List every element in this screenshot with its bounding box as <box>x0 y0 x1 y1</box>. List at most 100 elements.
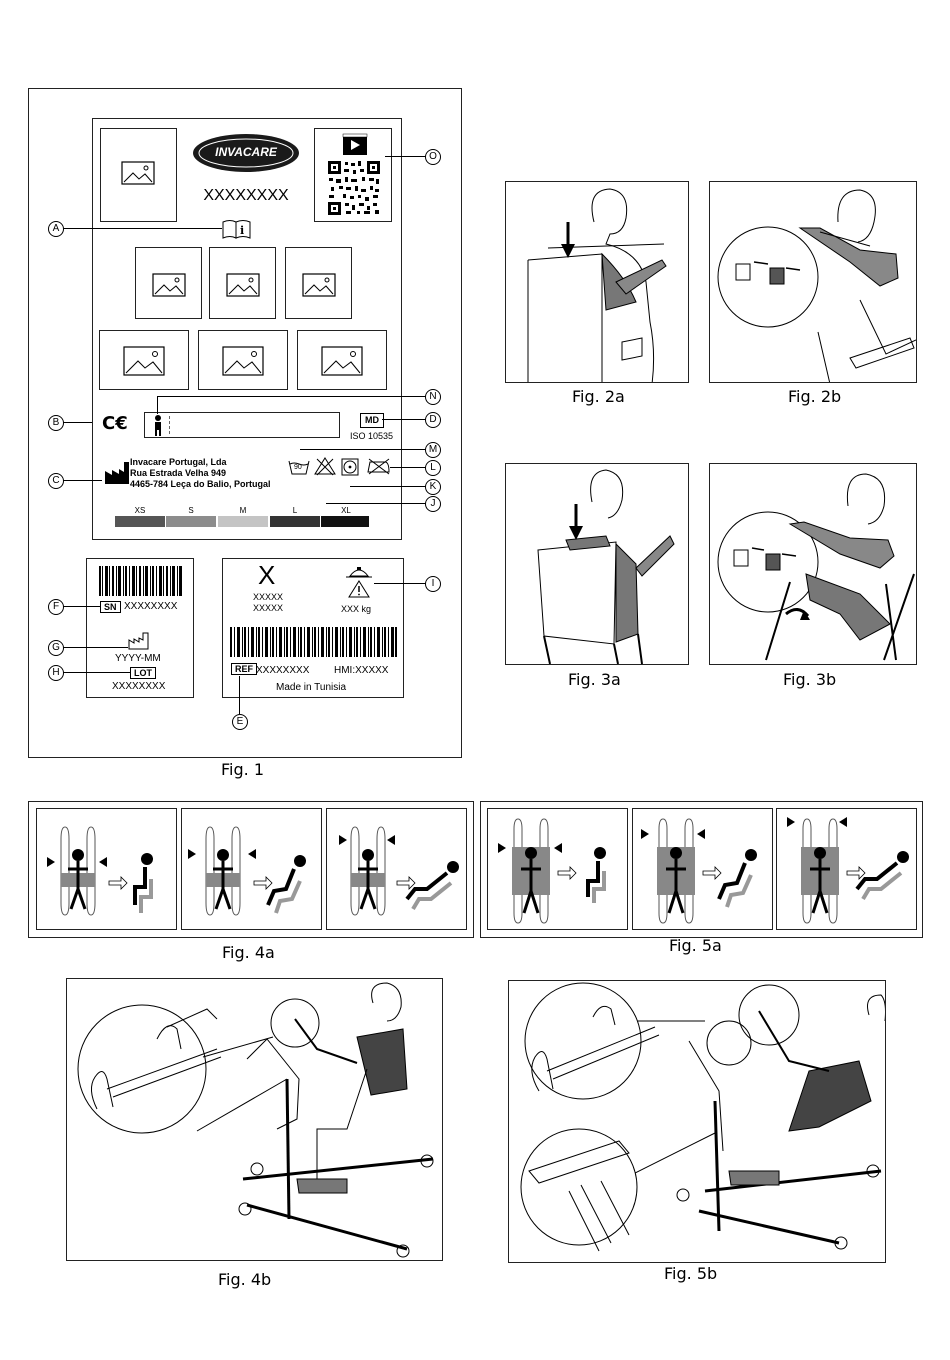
do-not-bleach-icon <box>314 456 336 481</box>
size-label-m: M <box>239 506 247 515</box>
leader-g <box>62 647 128 648</box>
size-label-xs: XS <box>134 506 146 515</box>
callout-b: B <box>48 415 64 431</box>
leader-m <box>300 449 426 450</box>
instructions-info-icon: i <box>221 218 253 245</box>
leader-n-vertical <box>157 396 158 414</box>
leader-j <box>326 503 426 504</box>
barcode-ref <box>230 627 398 662</box>
fig4b-illustration <box>66 978 443 1261</box>
size-label-xl: XL <box>341 506 351 515</box>
image-icon <box>152 273 186 297</box>
fig2b-illustration <box>709 181 917 383</box>
callout-k: K <box>425 479 441 495</box>
caption-fig1: Fig. 1 <box>221 760 264 779</box>
svg-text:i: i <box>240 224 244 237</box>
manufacturer-line2: Rua Estrada Velha 949 <box>130 468 227 478</box>
leader-o <box>385 156 426 157</box>
callout-l: L <box>425 460 441 476</box>
ce-mark: C€ <box>102 413 128 434</box>
callout-h: H <box>48 665 64 681</box>
image-icon <box>302 273 336 297</box>
leader-h <box>62 672 130 673</box>
max-load-value: XXX kg <box>341 604 372 614</box>
leader-i <box>374 583 426 584</box>
made-in: Made in Tunisia <box>276 682 347 693</box>
ref-value: XXXXXXXX <box>256 665 310 676</box>
image-icon <box>222 346 264 376</box>
qr-code-box <box>314 128 392 222</box>
size-bar-xs <box>115 516 165 527</box>
caption-fig3a: Fig. 3a <box>568 670 621 689</box>
size-label-l: L <box>292 506 298 515</box>
size-bar-xl <box>321 516 369 527</box>
max-load-warning-icon <box>344 564 374 605</box>
leader-d <box>382 419 426 420</box>
fig5a-panel-3 <box>776 808 917 930</box>
leader-l <box>390 467 426 468</box>
callout-n: N <box>425 389 441 405</box>
wash-90-icon: 90 <box>288 458 310 481</box>
product-image-placeholder <box>100 128 177 222</box>
tumble-dry-icon <box>341 458 359 481</box>
md-mark: MD <box>360 413 384 428</box>
fig5a-panel-1 <box>487 808 628 930</box>
x-line1: XXXXX <box>253 592 284 602</box>
callout-d: D <box>425 412 441 428</box>
logo-text: INVACARE <box>215 145 277 159</box>
image-placeholder-row1-1 <box>135 247 202 319</box>
callout-a: A <box>48 221 64 237</box>
caption-fig5a: Fig. 5a <box>669 936 722 955</box>
size-bar-m <box>218 516 268 527</box>
hmi-value: HMI:XXXXX <box>334 665 389 676</box>
callout-f: F <box>48 599 64 615</box>
sn-symbol: SN <box>100 601 121 613</box>
x-line2: XXXXX <box>253 603 284 613</box>
factory-icon <box>104 461 130 490</box>
size-bar-s <box>166 516 216 527</box>
barcode-sn <box>99 566 183 601</box>
invacare-logo: INVACARE <box>192 131 300 175</box>
caption-fig3b: Fig. 3b <box>783 670 837 689</box>
qr-code-icon <box>328 133 380 215</box>
image-icon <box>123 346 165 376</box>
x-symbol: X <box>258 560 276 590</box>
leader-c <box>62 480 102 481</box>
image-icon <box>226 273 260 297</box>
iso-standard: ISO 10535 <box>350 431 394 441</box>
callout-o: O <box>425 149 441 165</box>
do-not-iron-icon <box>365 457 391 480</box>
wash-temp: 90 <box>294 464 302 471</box>
image-placeholder-row2-3 <box>297 330 387 390</box>
image-placeholder-row1-2 <box>209 247 276 319</box>
callout-g: G <box>48 640 64 656</box>
leader-k <box>350 486 426 487</box>
caption-fig4a: Fig. 4a <box>222 943 275 962</box>
image-icon <box>121 161 155 185</box>
callout-e: E <box>232 714 248 730</box>
leader-n <box>157 396 426 397</box>
fig4a-panel-3 <box>326 808 467 930</box>
manufacturer-line3: 4465-784 Leça do Balio, Portugal <box>130 479 271 489</box>
caption-fig2b: Fig. 2b <box>788 387 842 406</box>
image-placeholder-row2-1 <box>99 330 189 390</box>
caption-fig2a: Fig. 2a <box>572 387 625 406</box>
leader-e <box>239 676 240 714</box>
callout-m: M <box>425 442 441 458</box>
lot-value: XXXXXXXX <box>112 681 166 692</box>
leader-f <box>62 606 100 607</box>
fig4a-panel-2 <box>181 808 322 930</box>
fig4a-panel-1 <box>36 808 177 930</box>
callout-i: I <box>425 576 441 592</box>
callout-c: C <box>48 473 64 489</box>
lot-symbol: LOT <box>130 667 156 679</box>
model-number: XXXXXXXX <box>203 187 289 204</box>
fig3b-illustration <box>709 463 917 665</box>
manufacturer-line1: Invacare Portugal, Lda <box>130 457 227 467</box>
leader-a <box>62 228 222 229</box>
person-icon <box>155 415 161 436</box>
fig3a-illustration <box>505 463 689 665</box>
size-bar-l <box>270 516 320 527</box>
sn-value: XXXXXXXX <box>124 601 178 612</box>
callout-j: J <box>425 496 441 512</box>
